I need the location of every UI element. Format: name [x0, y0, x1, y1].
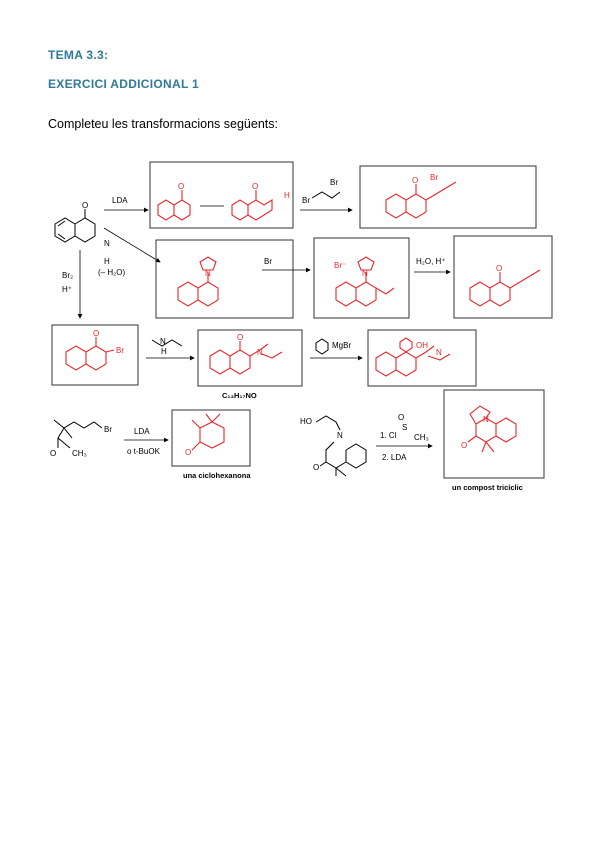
aminoketone-oxygen: O [237, 333, 243, 342]
bromide-ion: Br⁻ [334, 261, 346, 270]
answer-box-allyl-ketone [453, 235, 553, 319]
reagent-lda: LDA [112, 196, 128, 205]
substrate-ho: HO [300, 417, 312, 426]
iminium-nitrogen: N [362, 269, 368, 278]
amino-alcohol: OH N [375, 337, 451, 377]
cond-minus-water: (– H₂O) [98, 268, 125, 277]
amine-n: N [160, 337, 166, 346]
tricyclic-product: O N [461, 405, 517, 453]
aminoketone-nitrogen: N [257, 348, 263, 357]
reagent-tbuok: o t-BuOK [127, 447, 161, 456]
reagent-mesyl-s: S [402, 423, 407, 432]
enolate-resonance: O O H [157, 182, 290, 221]
tricyclic-oxygen: O [461, 441, 467, 450]
topic-heading: TEMA 3.3: [48, 48, 109, 62]
reagent-br2: Br₂ [62, 271, 73, 280]
enamine-structure: N [177, 256, 219, 307]
tetralone-structure: O [54, 201, 96, 243]
answer-box-aminoketone [197, 329, 303, 387]
reagent-mesyl-ch3: CH₃ [414, 433, 429, 442]
arrow-enamine [103, 227, 161, 263]
answer-box-alcohol [367, 329, 477, 387]
reagent-bromo-1: Br [302, 196, 310, 205]
reagent-allyl-br: Br [264, 257, 272, 266]
bromoallyl-oxygen: O [412, 176, 418, 185]
amine-h: H [161, 347, 167, 356]
enolate-oxygen-1: O [178, 182, 184, 191]
bromoallyl-bromine: Br [430, 173, 438, 182]
enolate-oxygen-2: O [252, 182, 258, 191]
decahydroquinolone-substrate: HO N O [300, 415, 367, 477]
allyl-ketone-oxygen: O [496, 264, 502, 273]
cond-h-plus: H [104, 257, 110, 266]
cyclohexanone-caption: una ciclohexanona [183, 471, 251, 480]
reagent-mesyl-o: O [398, 413, 404, 422]
tetralone-oxygen: O [82, 201, 88, 210]
answer-box-bromoketone [51, 324, 139, 386]
answer-box-enolate [149, 161, 294, 229]
substrate-bromine: Br [104, 425, 112, 434]
answer-box-cyclohexanone [171, 409, 251, 467]
reagent-nh: N [104, 239, 110, 248]
answer-box-iminium [313, 237, 410, 319]
alcohol-oh: OH [416, 341, 428, 350]
bromo-ketone-substrate: Br O CH₃ [50, 419, 112, 458]
grignard-label: MgBr [332, 341, 351, 350]
tricyclic-caption: un compost tricíclic [452, 483, 523, 492]
enolate-h: H [284, 191, 290, 200]
allyl-tetralone: O [469, 264, 541, 307]
bromoallyl-tetralone: O Br [385, 173, 457, 219]
iminium-structure: Br⁻ N [334, 256, 395, 307]
answer-box-bromoallyl [359, 165, 537, 229]
tricyclic-nitrogen: N [483, 415, 489, 424]
dimethylcyclohexanone: O [185, 413, 225, 457]
substrate-nitrogen: N [337, 431, 343, 440]
bromoketone-oxygen: O [93, 329, 99, 338]
reagent-hydrolysis: H₂O, H⁺ [416, 257, 446, 266]
substrate-oxygen: O [50, 449, 56, 458]
reagent-step2: 2. LDA [382, 453, 407, 462]
amino-tetralone: O N [209, 333, 283, 375]
intro-text: Completeu les transformacions següents: [48, 117, 278, 131]
bromo-tetralone: O Br [65, 329, 124, 371]
alcohol-nitrogen: N [436, 348, 442, 357]
answer-box-tricyclic [443, 389, 545, 479]
bromoketone-bromine: Br [116, 346, 124, 355]
exercise-heading: EXERCICI ADDICIONAL 1 [48, 77, 199, 91]
formula-caption: C₁₃H₁₇NO [222, 391, 257, 400]
substrate-methyl: CH₃ [72, 449, 87, 458]
substrate-ketone-oxygen: O [313, 463, 319, 472]
reagent-h-plus: H⁺ [62, 285, 72, 294]
reagent-bromo-2: Br [330, 178, 338, 187]
reagent-lda-2: LDA [134, 427, 150, 436]
enamine-nitrogen: N [205, 269, 211, 278]
cyclohexanone-oxygen: O [185, 448, 191, 457]
answer-box-enamine [155, 239, 294, 319]
reagent-step1: 1. Cl [380, 431, 397, 440]
